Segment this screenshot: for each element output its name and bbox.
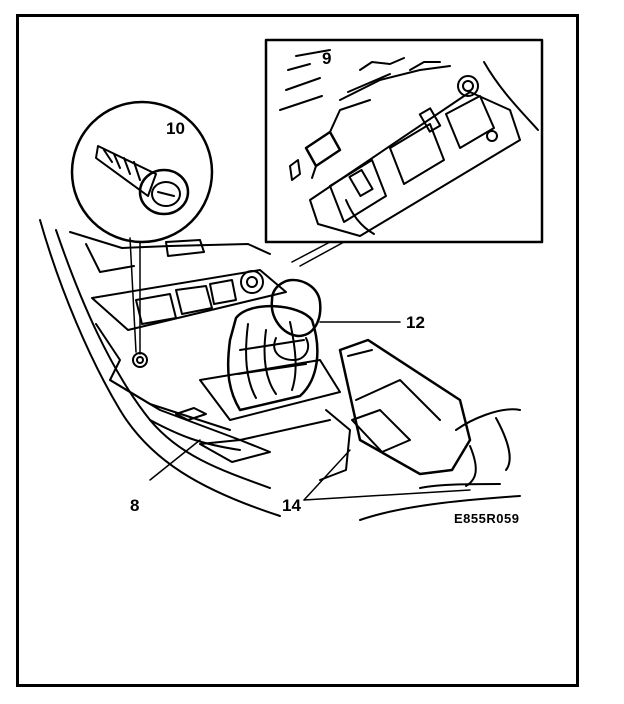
center-console (39, 219, 521, 521)
callout-8-label: 8 (130, 496, 140, 515)
callout-12-label: 12 (406, 313, 425, 332)
callout-9-label: 9 (322, 49, 332, 68)
figure-border (16, 14, 579, 687)
callout-14-label: 14 (282, 496, 301, 515)
figure-reference-code: E855R059 (454, 511, 520, 526)
callout-10-label: 10 (166, 119, 185, 138)
screw-detail (70, 100, 214, 355)
inset-detail (264, 38, 544, 267)
